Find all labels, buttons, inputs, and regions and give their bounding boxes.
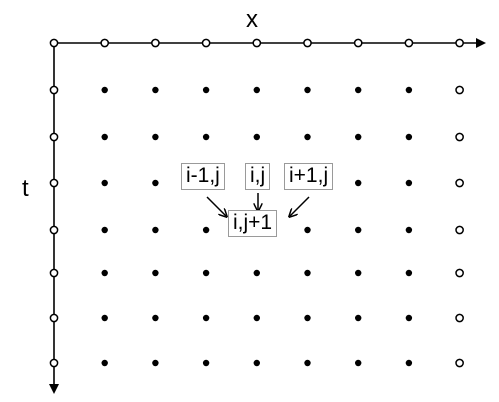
interior-point (405, 86, 413, 94)
interior-point (152, 226, 159, 234)
interior-point (405, 314, 413, 322)
boundary-point (49, 268, 59, 278)
boundary-point (404, 38, 414, 48)
node-label-i-minus-1-j: i-1,j (181, 163, 225, 191)
interior-point (355, 226, 362, 234)
interior-point (355, 269, 362, 277)
node-label-i-j-plus-1: i,j+1 (228, 210, 278, 238)
boundary-point (455, 38, 464, 48)
boundary-point (252, 38, 262, 48)
boundary-point (303, 38, 312, 48)
boundary-point (455, 358, 464, 368)
interior-point (405, 269, 413, 277)
interior-point (304, 86, 311, 94)
interior-point (304, 226, 311, 234)
node-label-i-j: i,j (245, 163, 271, 191)
boundary-point (49, 85, 59, 95)
boundary-point (353, 38, 363, 48)
interior-point (152, 359, 159, 367)
interior-point (405, 226, 413, 234)
boundary-point (455, 268, 464, 278)
interior-point (355, 179, 362, 187)
boundary-point (49, 38, 59, 48)
arrow-left-to-target (206, 196, 226, 216)
interior-point (355, 359, 362, 367)
interior-point (202, 269, 210, 277)
interior-point (304, 269, 311, 277)
interior-point (405, 179, 413, 187)
interior-point (101, 226, 108, 234)
interior-point (304, 314, 311, 322)
node-label-i-plus-1-j: i+1,j (284, 163, 334, 191)
boundary-point (151, 38, 160, 48)
interior-point (202, 314, 210, 322)
interior-point (304, 133, 311, 141)
interior-point (152, 86, 159, 94)
arrow-right-to-target (290, 196, 310, 216)
interior-point (101, 269, 108, 277)
interior-point (202, 359, 210, 367)
interior-point (304, 359, 311, 367)
interior-point (101, 86, 108, 94)
boundary-point (49, 358, 59, 368)
interior-point (202, 226, 210, 234)
interior-point (253, 314, 260, 322)
boundary-point (455, 313, 464, 323)
boundary-point (455, 85, 464, 95)
interior-point (152, 133, 159, 141)
x-axis-label: x (246, 6, 258, 33)
grid-points (49, 38, 464, 368)
interior-point (253, 269, 260, 277)
t-axis-label: t (22, 175, 29, 202)
boundary-point (49, 225, 59, 235)
interior-point (253, 86, 260, 94)
interior-point (101, 314, 108, 322)
interior-point (152, 179, 159, 187)
interior-point (253, 359, 260, 367)
interior-point (355, 314, 362, 322)
boundary-point (455, 178, 464, 188)
interior-point (101, 179, 108, 187)
boundary-point (455, 132, 464, 142)
interior-point (253, 133, 260, 141)
boundary-point (49, 132, 59, 142)
interior-point (355, 133, 362, 141)
interior-point (405, 133, 413, 141)
interior-point (355, 86, 362, 94)
interior-point (152, 314, 159, 322)
boundary-point (455, 225, 464, 235)
interior-point (202, 133, 210, 141)
interior-point (101, 133, 108, 141)
interior-point (405, 359, 413, 367)
boundary-point (49, 178, 59, 188)
interior-point (101, 359, 108, 367)
interior-point (202, 86, 210, 94)
boundary-point (49, 313, 59, 323)
interior-point (152, 269, 159, 277)
boundary-point (100, 38, 110, 48)
boundary-point (201, 38, 211, 48)
